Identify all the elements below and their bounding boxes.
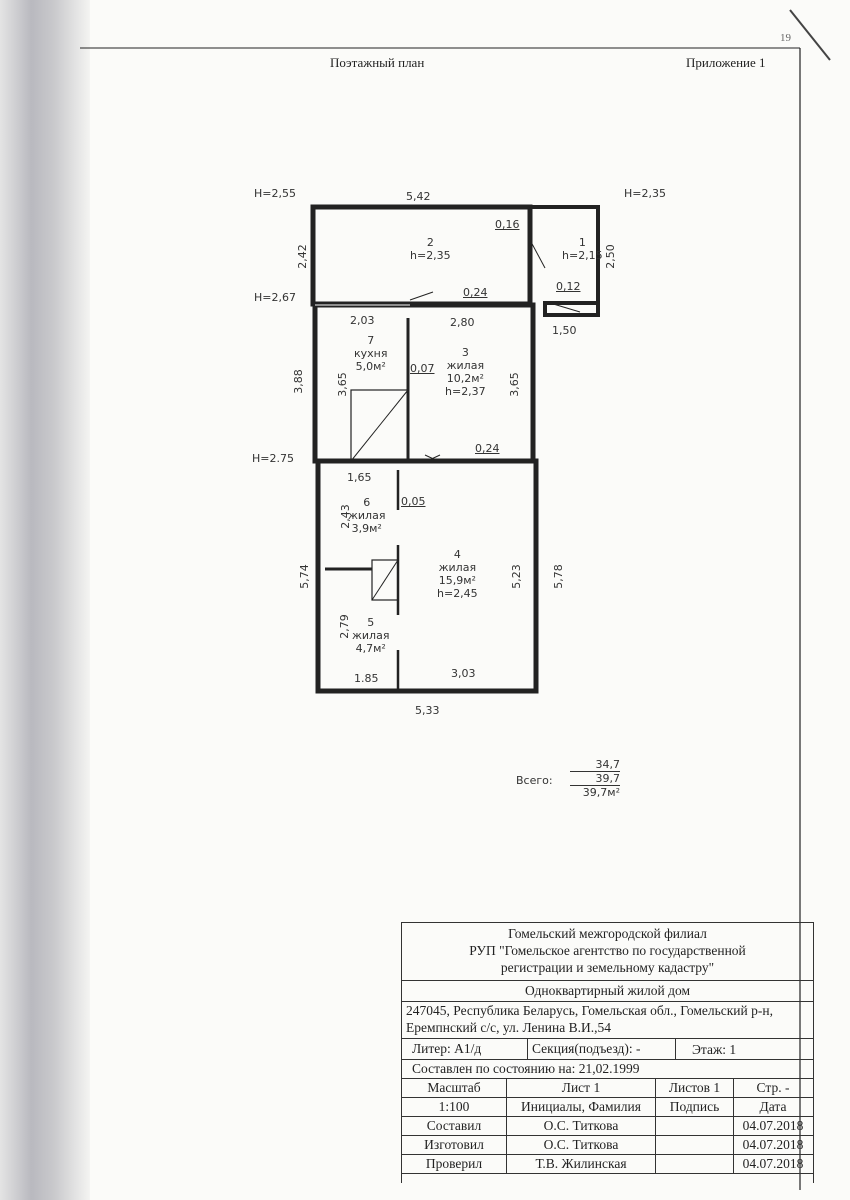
dimension: 1.85 — [354, 672, 379, 685]
corner-mark — [789, 9, 831, 61]
org-name: регистрации и земельному кадастру" — [500, 960, 715, 975]
dimension: 5,42 — [406, 190, 431, 203]
cell-signature — [656, 1117, 734, 1135]
floor: Этаж: 1 — [692, 1042, 737, 1057]
total-label: Всего: — [516, 774, 553, 787]
dimension: 2,79 — [337, 614, 351, 639]
cell-role: Составил — [402, 1117, 507, 1135]
dimension: 2,03 — [350, 314, 375, 327]
cell-name: Т.В. Жилинская — [507, 1155, 656, 1173]
dimension: 0,05 — [401, 495, 426, 508]
cell-name: О.С. Титкова — [507, 1136, 656, 1154]
dimension: 0,07 — [410, 362, 435, 375]
dimension: 0,24 — [475, 442, 500, 455]
dimension: 0,16 — [495, 218, 520, 231]
appendix-label: Приложение 1 — [686, 55, 766, 70]
cell-signature — [656, 1136, 734, 1154]
dimension: 0,24 — [463, 286, 488, 299]
plan-title: Поэтажный план — [330, 55, 425, 70]
dimension: 3,88 — [291, 369, 305, 394]
height-label: H=2,67 — [254, 291, 296, 304]
cell-date: 04.07.2018 — [742, 1118, 804, 1133]
org-name: РУП "Гомельское агентство по государстве… — [469, 943, 746, 958]
section: Секция(подъезд): - — [532, 1041, 641, 1056]
cell-role: Проверил — [402, 1155, 507, 1173]
dimension: 1,65 — [347, 471, 372, 484]
dimension: 2,80 — [450, 316, 475, 329]
dimension: 1,50 — [552, 324, 577, 337]
cell-name: Лист 1 — [507, 1079, 656, 1097]
dimension: 0,12 — [556, 280, 581, 293]
dimension: 2,50 — [603, 244, 617, 269]
cell-date: 04.07.2018 — [742, 1137, 804, 1152]
cell-date: Дата — [759, 1099, 787, 1114]
wall-room-1 — [530, 205, 600, 317]
dimension: 2,42 — [295, 244, 309, 269]
scan-shadow — [0, 0, 90, 1200]
org-name: Гомельский межгородской филиал — [508, 926, 707, 941]
height-label: H=2,35 — [624, 187, 666, 200]
dimension: 5,23 — [509, 564, 523, 589]
height-label: H=2,55 — [254, 187, 296, 200]
object-type: Одноквартирный жилой дом — [524, 983, 691, 998]
cell-signature — [656, 1155, 734, 1173]
address: 247045, Республика Беларусь, Гомельская … — [406, 1003, 773, 1018]
dimension: 5,33 — [415, 704, 440, 717]
liter: Литер: А1/д — [412, 1041, 482, 1056]
page-mark: 19 — [780, 32, 791, 44]
dimension: 5,74 — [297, 564, 311, 589]
cell-role: 1:100 — [402, 1098, 507, 1116]
dimension: 3,65 — [335, 372, 349, 397]
cell-name: О.С. Титкова — [507, 1117, 656, 1135]
cell-name: Инициалы, Фамилия — [507, 1098, 656, 1116]
cell-role: Изготовил — [402, 1136, 507, 1154]
dimension: 5,78 — [551, 564, 565, 589]
cell-role: Масштаб — [402, 1079, 507, 1097]
cell-date: Стр. - — [756, 1080, 790, 1095]
cell-signature: Листов 1 — [656, 1079, 734, 1097]
height-label: H=2.75 — [252, 452, 294, 465]
cell-signature: Подпись — [656, 1098, 734, 1116]
state-date: Составлен по состоянию на: 21,02.1999 — [412, 1061, 640, 1076]
dimension: 3,65 — [507, 372, 521, 397]
title-block: Гомельский межгородской филиал РУП "Гоме… — [401, 922, 814, 1183]
cell-date: 04.07.2018 — [742, 1156, 804, 1171]
address: Еремпнский с/с, ул. Ленина В.И.,54 — [406, 1020, 611, 1035]
dimension: 3,03 — [451, 667, 476, 680]
